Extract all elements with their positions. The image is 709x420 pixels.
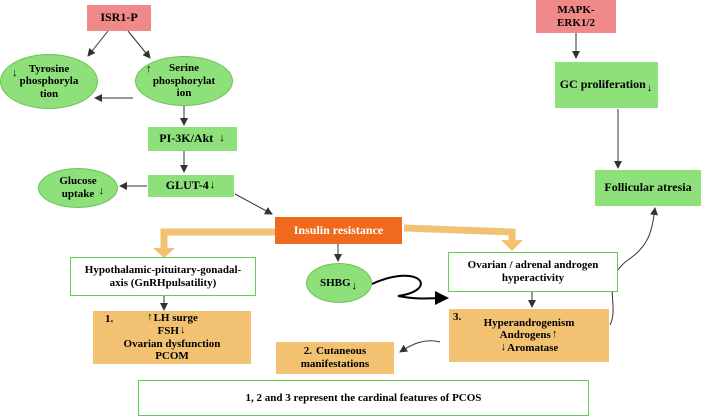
caption-box: 1, 2 and 3 represent the cardinal featur… (138, 380, 589, 416)
gc-proliferation-node: GC proliferation ↓ (555, 62, 658, 108)
tyrosine-line-2: phosphoryla (19, 75, 79, 88)
pi3k-node: PI-3K/Akt ↓ (148, 127, 237, 151)
hpg-line-2: axis (GnRHpulsatility) (109, 276, 217, 289)
insulin-resistance-node: Insulin resistance (275, 217, 402, 244)
insulin-resistance-label: Insulin resistance (293, 222, 384, 237)
hpg-axis-node: Hypothalamic-pituitary-gonadal- axis (Gn… (70, 257, 256, 296)
box1-line-4: PCOM (155, 350, 189, 363)
serine-line-2: phosphorylat (152, 74, 216, 87)
mapk-line-1: MAPK- (557, 3, 595, 16)
box3-line-1: Hyperandrogenism (483, 316, 575, 329)
up-arrow-indicator: ↑ (551, 328, 558, 341)
down-arrow-indicator: ↓ (351, 279, 358, 292)
down-arrow-indicator: ↓ (646, 81, 653, 94)
feature-1-number: 1. (105, 313, 114, 325)
feature-box-1: 1. ↑LH surge FSH↓ Ovarian dysfunction PC… (93, 311, 251, 364)
isr1p-node: ISR1-P (87, 5, 151, 31)
glut4-label: GLUT-4 (165, 178, 209, 193)
mapk-node: MAPK- ERK1/2 (536, 0, 616, 33)
box1-line-3: Ovarian dysfunction (123, 337, 221, 350)
ovarian-adrenal-line-1: Ovarian / adrenal androgen (467, 259, 599, 272)
glucose-node: Glucose uptake ↓ (38, 168, 118, 208)
shbg-node: SHBG ↓ (306, 263, 372, 303)
down-arrow-indicator: ↓ (98, 185, 105, 197)
arrow-isr-serine (127, 30, 151, 59)
box2-line-1: Cutaneous (316, 345, 367, 358)
mapk-line-2: ERK1/2 (557, 16, 595, 29)
box3-line-3: Aromatase (507, 341, 559, 354)
down-arrow-indicator: ↓ (12, 67, 18, 79)
arrow-insulin-hpg (160, 228, 275, 250)
ovarian-adrenal-line-2: hyperactivity (501, 272, 565, 284)
serine-node: ↑ Serine phosphorylat ion (135, 56, 233, 106)
down-arrow-indicator: ↓ (219, 131, 225, 144)
feature-3-number: 3. (453, 311, 462, 323)
tyrosine-line-1: Tyrosine (28, 62, 70, 75)
down-arrow-indicator: ↓ (500, 340, 507, 353)
arrow-insulin-ovarian (403, 224, 516, 242)
glucose-line-1: Glucose (59, 175, 97, 188)
tyrosine-line-3: tion (39, 87, 59, 100)
hpg-line-1: Hypothalamic-pituitary-gonadal- (84, 263, 242, 276)
follicular-atresia-node: Follicular atresia (595, 170, 701, 206)
follicular-atresia-label: Follicular atresia (604, 180, 692, 195)
box1-line-2: FSH (157, 324, 179, 337)
up-arrow-indicator: ↑ (147, 311, 153, 324)
caption-text: 1, 2 and 3 represent the cardinal featur… (245, 391, 482, 404)
box2-line-2: manifestations (300, 358, 370, 370)
box1-line-1: LH surge (153, 312, 198, 325)
down-arrow-indicator: ↓ (179, 323, 186, 336)
glucose-line-2: uptake (61, 188, 95, 200)
gc-proliferation-label: GC proliferation (559, 77, 646, 92)
box3-line-2: Androgens (499, 329, 551, 342)
pi3k-label: PI-3K/Akt (159, 131, 214, 146)
tyrosine-node: ↓ Tyrosine phosphoryla tion (0, 54, 98, 109)
shbg-label: SHBG (319, 276, 351, 289)
serine-line-1: Serine (169, 62, 199, 75)
arrow-glut4-insulin (234, 193, 273, 215)
arrow-box3-atresia (609, 207, 659, 326)
feature-2-number: 2. (303, 345, 313, 358)
isr1p-label: ISR1-P (100, 10, 138, 25)
up-arrow-indicator: ↑ (146, 63, 152, 75)
glut4-node: GLUT-4 ↓ (148, 175, 234, 197)
ovarian-adrenal-node: Ovarian / adrenal androgen hyperactivity (448, 252, 618, 292)
arrow-box3-box2 (399, 340, 441, 353)
arrow-shbg-box3 (371, 274, 449, 306)
arrow-isr-tyrosine (87, 30, 109, 57)
feature-box-3: 3. Hyperandrogenism Androgens↑ ↓Aromatas… (449, 309, 609, 362)
serine-line-3: ion (176, 87, 192, 100)
down-arrow-indicator: ↓ (209, 178, 216, 191)
feature-box-2: 2.Cutaneous manifestations (276, 342, 394, 374)
